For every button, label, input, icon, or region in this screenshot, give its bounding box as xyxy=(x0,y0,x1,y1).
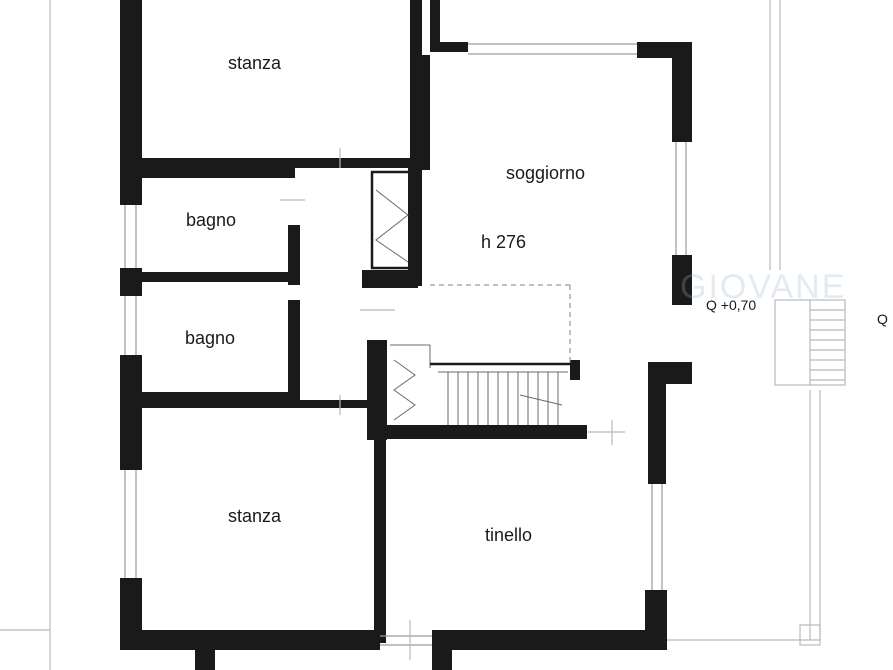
wall-bagno2-bottom xyxy=(140,392,300,402)
wall-left-mid xyxy=(120,268,142,296)
wall-top-corner-v xyxy=(430,0,440,50)
wall-top-corner-h xyxy=(430,42,468,52)
room-label-bagno-1: bagno xyxy=(186,210,237,230)
wall-stanza-tinello-divider xyxy=(374,438,386,643)
wall-soggiorno-right-upper xyxy=(672,42,692,142)
reference-lines xyxy=(0,0,821,670)
stair-exterior xyxy=(774,299,846,386)
walls xyxy=(120,0,692,670)
room-height-note: h 276 xyxy=(481,232,527,252)
wall-left-upper xyxy=(120,0,142,205)
stair-main xyxy=(390,284,578,425)
wall-soggiorno-left-upper xyxy=(418,55,430,170)
wall-stanza-bottom-top xyxy=(140,400,382,408)
room-label-stanza-top: stanza xyxy=(228,53,282,73)
wall-stanza-top-bottom xyxy=(140,158,420,168)
stair-upper xyxy=(370,170,414,270)
wall-stair-left xyxy=(367,340,387,440)
room-label-bagno-2: bagno xyxy=(185,328,236,348)
edge-annotation: Q xyxy=(877,311,888,327)
wall-bottom-pier-1 xyxy=(195,650,215,670)
room-label-tinello: tinello xyxy=(485,525,533,545)
watermark-text: GIOVANE xyxy=(680,268,847,306)
wall-left-lower xyxy=(120,355,142,470)
wall-bottom-right xyxy=(432,630,667,650)
room-label-soggiorno: soggiorno xyxy=(506,163,586,183)
level-annotation: Q +0,70 xyxy=(706,297,757,313)
wall-right-bottom-stub xyxy=(645,590,667,650)
wall-soggiorno-right-mid xyxy=(672,255,692,305)
wall-bagno1-top xyxy=(140,168,295,178)
wall-tinello-right xyxy=(648,362,666,484)
wall-bagno2-right xyxy=(288,300,300,400)
section-marks xyxy=(280,148,625,660)
wall-bagno1-right xyxy=(288,225,300,285)
windows xyxy=(124,43,687,646)
room-label-stanza-bottom: stanza xyxy=(228,506,282,526)
wall-bottom-pier-2 xyxy=(432,650,452,670)
wall-bagno-divider xyxy=(140,272,300,282)
wall-stair-bottom xyxy=(367,425,587,439)
wall-corridor-top xyxy=(362,270,418,288)
wall-stair-corner xyxy=(570,360,580,380)
wall-bottom-left xyxy=(120,630,380,650)
